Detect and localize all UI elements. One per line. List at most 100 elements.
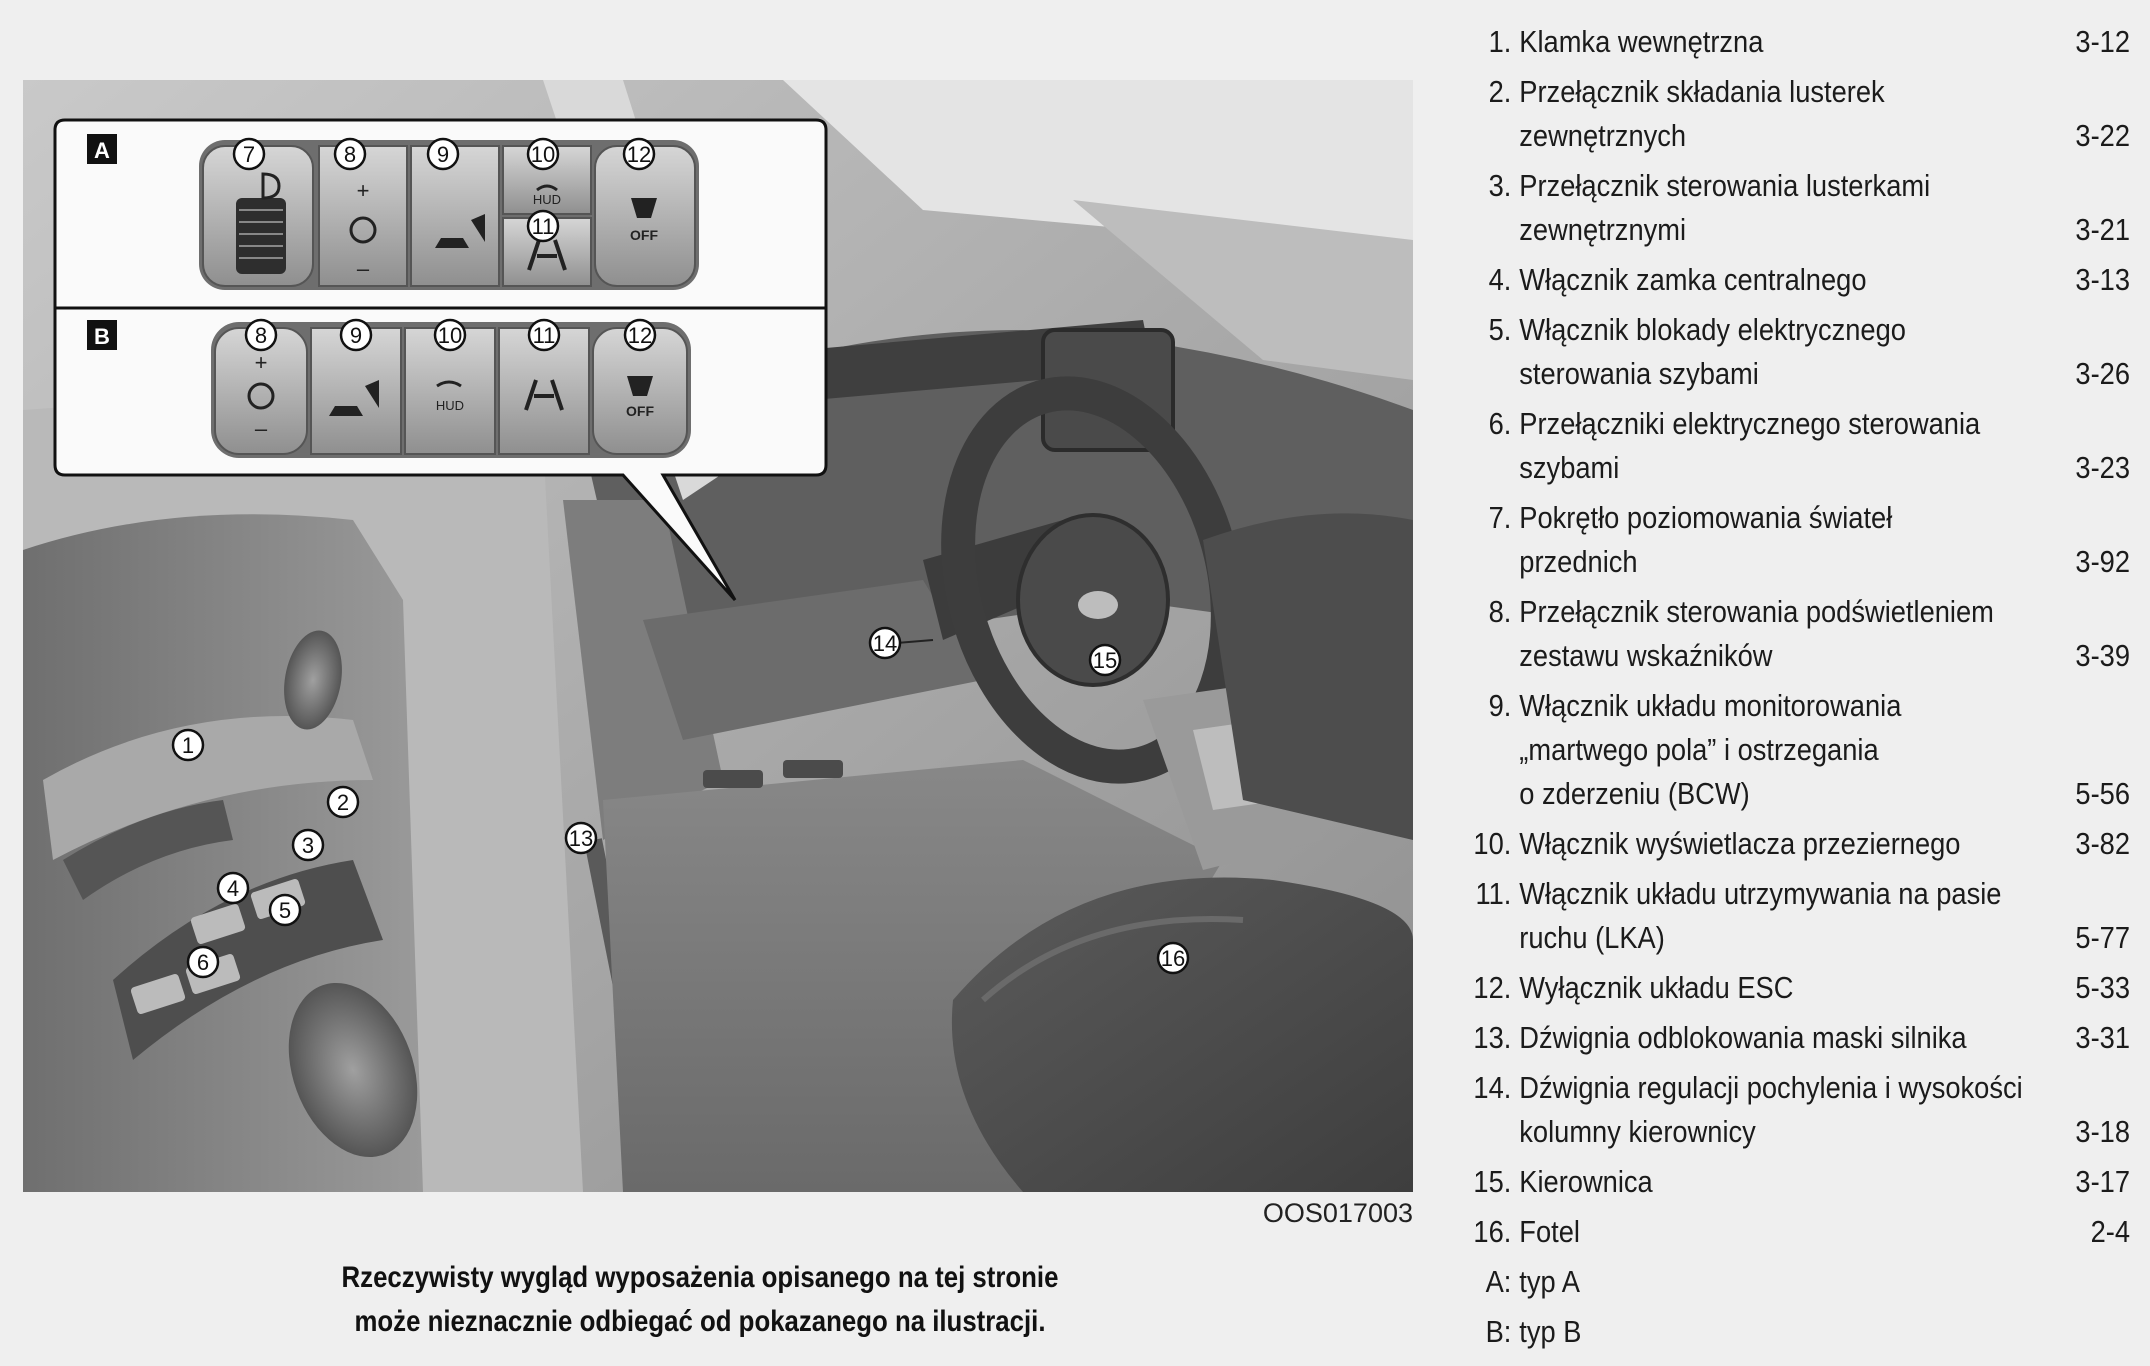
legend-item-number: A: [1485,1264,1512,1299]
svg-text:13: 13 [569,826,593,851]
legend-item-number: 5. [1488,312,1512,347]
legend-item: 16.Fotel 2-4 [1470,1210,2130,1254]
callout-4: 4 [216,871,250,905]
panel-a-callout-9: 9 [426,137,460,171]
legend-item: 5.Włącznik blokady elektrycznego sterowa… [1470,308,2130,396]
blind-spot-icon [435,214,485,248]
legend-item-page: 3-26 [2075,356,2130,391]
svg-text:7: 7 [243,142,255,167]
legend-item-page: 3-22 [2075,118,2130,153]
legend-item-text: Fotel [1519,1214,1580,1249]
callout-14: 14 [868,626,902,660]
legend-item-number: 9. [1488,688,1512,723]
legend-item-page: 3-13 [2075,262,2130,297]
component-legend: 1.Klamka wewnętrzna 3-12 2.Przełącznik skł… [1470,20,2130,1360]
legend-item-page: 5-77 [2075,920,2130,955]
callout-3: 3 [291,828,325,862]
legend-item-page: 3-12 [2075,24,2130,59]
legend-item: B:typ B [1470,1310,2130,1354]
legend-item-number: 1. [1488,24,1512,59]
svg-text:10: 10 [438,323,462,348]
legend-item-text: Włącznik zamka centralnego [1519,262,1867,297]
legend-item-page: 3-82 [2075,826,2130,861]
legend-item-page: 3-18 [2075,1114,2130,1149]
svg-text:8: 8 [255,323,267,348]
svg-text:1: 1 [182,733,194,758]
legend-item: 11.Włącznik układu utrzymywania na pasie… [1470,872,2130,960]
callout-5: 5 [268,893,302,927]
esc-off-icon [631,198,657,218]
panel-a-callout-10: 10 [526,137,560,171]
legend-item-number: 2. [1488,74,1512,109]
svg-text:8: 8 [344,142,356,167]
legend-item-number: 10. [1473,826,1512,861]
legend-item: 10.Włącznik wyświetlacza przeziernego 3-8… [1470,822,2130,866]
headlamp-level-icon [261,172,281,200]
interior-illustration: A + – HUD OFF B [23,80,1413,1192]
callout-15: 15 [1088,643,1122,677]
callout-1: 1 [171,728,205,762]
legend-item-text: typ A [1519,1264,1580,1299]
legend-item-text: typ B [1519,1314,1582,1349]
legend-item-text: Przełącznik sterowania podświetleniem ze… [1519,594,1994,673]
legend-item-page: 2-4 [2090,1214,2130,1249]
legend-item-text: Kierownica [1519,1164,1653,1199]
legend-item-page: 3-39 [2075,638,2130,673]
legend-item-number: 13. [1473,1020,1512,1055]
panel-b-callout-9: 9 [339,318,373,352]
svg-text:11: 11 [532,214,555,239]
legend-item-text: Klamka wewnętrzna [1519,24,1764,59]
callout-13: 13 [564,821,598,855]
legend-item-number: 16. [1473,1214,1512,1249]
legend-item-text: Wyłącznik układu ESC [1519,970,1794,1005]
svg-text:16: 16 [1161,946,1185,971]
legend-item: 8.Przełącznik sterowania podświetleniem … [1470,590,2130,678]
callout-16: 16 [1156,941,1190,975]
legend-item: 3.Przełącznik sterowania lusterkami zewn… [1470,164,2130,252]
legend-item: 7.Pokrętło poziomowania świateł przednic… [1470,496,2130,584]
svg-text:2: 2 [337,790,349,815]
illumination-icon-b [247,382,275,410]
legend-item-page: 3-21 [2075,212,2130,247]
figure-code: OOS017003 [1262,1198,1413,1228]
legend-item: 2.Przełącznik składania lusterek zewnętr… [1470,70,2130,158]
legend-item-text: Włącznik wyświetlacza przeziernego [1519,826,1961,861]
svg-text:10: 10 [531,142,555,167]
legend-item-number: B: [1485,1314,1512,1349]
svg-text:5: 5 [279,898,291,923]
legend-item-number: 8. [1488,594,1512,629]
legend-item-text: Włącznik układu monitorowania „martwego … [1519,688,1902,811]
panel-b-callout-12: 12 [623,318,657,352]
legend-item-number: 15. [1473,1164,1512,1199]
hud-label-b: HUD [436,398,464,413]
esc-off-label-b: OFF [626,403,654,419]
panel-a-callout-8: 8 [333,137,367,171]
svg-text:12: 12 [628,323,652,348]
legend-item: 6.Przełączniki elektrycznego sterowania … [1470,402,2130,490]
hud-icon-b [436,380,462,388]
svg-text:12: 12 [627,142,651,167]
panel-a-callout-12: 12 [622,137,656,171]
esc-off-label: OFF [630,227,658,243]
esc-off-icon-b [627,376,653,396]
legend-item-page: 3-92 [2075,544,2130,579]
panel-b-callout-10: 10 [433,318,467,352]
switch-panel-inset: A + – HUD OFF B [53,118,828,602]
svg-text:3: 3 [302,833,314,858]
svg-text:15: 15 [1093,648,1117,673]
legend-item-number: 3. [1488,168,1512,203]
legend-item-page: 3-31 [2075,1020,2130,1055]
legend-item-number: 11. [1475,876,1512,911]
legend-item: 1.Klamka wewnętrzna 3-12 [1470,20,2130,64]
lane-keeping-icon-b [524,379,564,411]
dimmer-plus-label-b: + [255,350,268,375]
legend-item-number: 14. [1473,1070,1512,1105]
svg-text:9: 9 [350,323,362,348]
legend-item-text: Pokrętło poziomowania świateł przednich [1519,500,1893,579]
legend-item-text: Dźwignia odblokowania maski silnika [1519,1020,1967,1055]
legend-item-page: 3-23 [2075,450,2130,485]
